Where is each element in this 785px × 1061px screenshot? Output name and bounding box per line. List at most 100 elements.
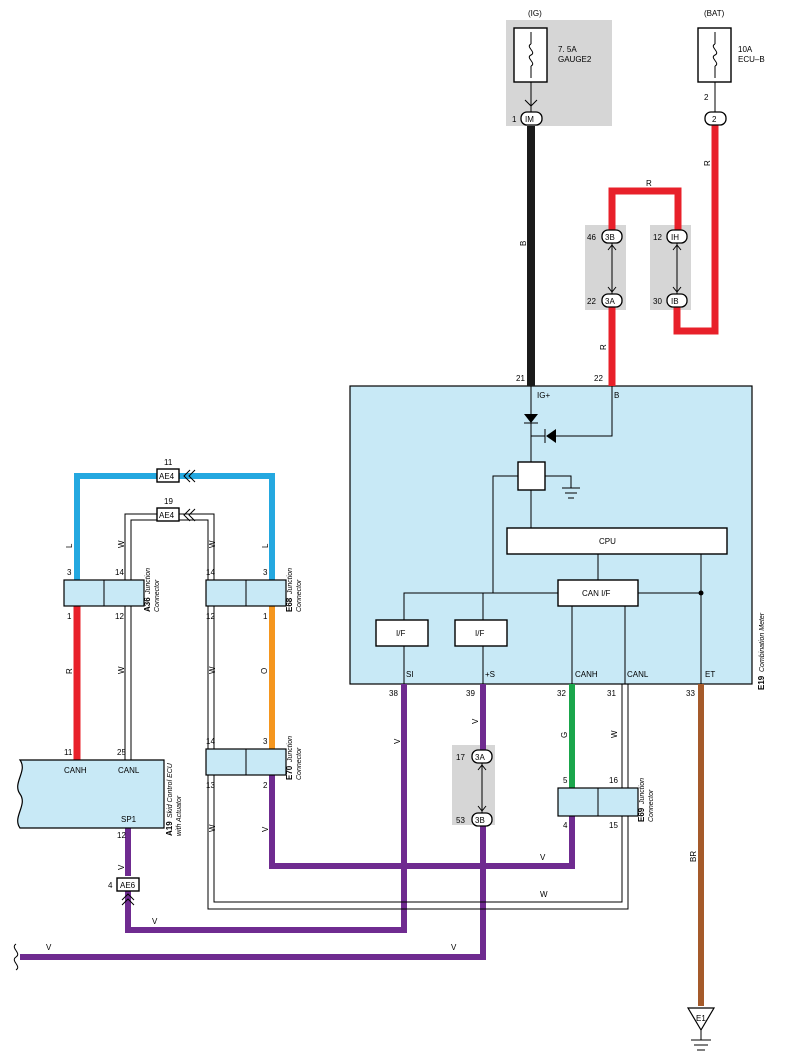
- e68-caption: E68 Junction Connector: [285, 568, 303, 612]
- ig-fuse-arrow-icon: [524, 82, 538, 112]
- wire-label-l-right: L: [261, 543, 270, 548]
- bat-fuse-name: ECU–B: [738, 55, 765, 64]
- e68-pin-bl: 12: [206, 612, 215, 621]
- bat-fuse-rating: 10A: [738, 45, 753, 54]
- skid-pin-sp1: 12: [117, 831, 126, 840]
- svg-text:E69: E69: [637, 807, 646, 822]
- meter-term-b: B: [614, 391, 619, 400]
- skid-control-ecu: [17, 759, 165, 829]
- connector-ae6: AE6 4: [108, 877, 140, 906]
- a36-pin-br: 12: [115, 612, 124, 621]
- ground-label: E1: [696, 1014, 706, 1023]
- wire-label-r-skid: R: [65, 668, 74, 674]
- meter-pin-et: 33: [686, 689, 695, 698]
- svg-text:3B: 3B: [605, 233, 615, 242]
- meter-pin-ig: 21: [516, 374, 525, 383]
- svg-text:A36: A36: [143, 597, 152, 612]
- bat-fuse-element-icon: [712, 43, 718, 67]
- wire-label-g: G: [560, 732, 569, 738]
- e69-pin-br: 15: [609, 821, 618, 830]
- splice-ib-pin: 30: [653, 297, 662, 306]
- meter-pin-b: 22: [594, 374, 603, 383]
- splice-m3b-pin: 53: [456, 816, 465, 825]
- wire-violet-s: [20, 684, 486, 960]
- svg-text:IH: IH: [671, 233, 679, 242]
- wire-label-w-bottom: W: [540, 890, 548, 899]
- wire-label-v-s: V: [471, 718, 480, 724]
- chassis-ground-icon: [691, 1030, 711, 1051]
- diode-b-icon: [546, 429, 556, 443]
- svg-text:Junction: Junction: [145, 568, 152, 595]
- connector-ae4-bottom: AE4 19: [156, 497, 196, 522]
- cpu-block: [506, 527, 728, 555]
- svg-text:Connector: Connector: [154, 579, 161, 612]
- wire-label-l-left: L: [65, 543, 74, 548]
- splice-3b-3a-link-icon: [607, 243, 617, 294]
- e70-pin-br: 2: [263, 781, 268, 790]
- wire-label-br: BR: [689, 851, 698, 862]
- ig-connector-pin: 1: [512, 115, 517, 124]
- e68-pin-top-l: 14: [206, 568, 215, 577]
- ig-fuse-name: GAUGE2: [558, 55, 592, 64]
- splice-ih-pin: 12: [653, 233, 662, 242]
- svg-text:E68: E68: [285, 597, 294, 612]
- e70-caption: E70 Junction Connector: [285, 736, 303, 780]
- splice-3a-pin: 22: [587, 297, 596, 306]
- connector-ae4-bottom-pin: 19: [164, 497, 173, 506]
- splice-ih-ib-link-icon: [672, 243, 682, 294]
- e69-pin-tl: 5: [563, 776, 568, 785]
- bat-fuse-label: (BAT): [704, 9, 725, 18]
- meter-term-canh: CANH: [575, 670, 598, 679]
- wire-label-v-si: V: [393, 738, 402, 744]
- cpu-label: CPU: [599, 537, 616, 546]
- meter-term-canl: CANL: [627, 670, 649, 679]
- internal-ground-icon: [562, 487, 580, 499]
- wire-break-icon: [13, 943, 19, 971]
- svg-text:A19: A19: [165, 821, 174, 836]
- ig-fuse-rating: 7. 5A: [558, 45, 577, 54]
- meter-term-si: SI: [406, 670, 414, 679]
- a36-caption: A36 Junction Connector: [143, 568, 161, 612]
- splice-m3a-pin: 17: [456, 753, 465, 762]
- e69-pin-bl: 4: [563, 821, 568, 830]
- can-if-label: CAN I/F: [582, 589, 611, 598]
- wire-label-v-right: V: [451, 943, 457, 952]
- svg-text:E70: E70: [285, 765, 294, 780]
- svg-text:IB: IB: [671, 297, 679, 306]
- if-block-s: [454, 619, 508, 647]
- svg-text:3A: 3A: [605, 297, 615, 306]
- wire-violet-e70: [269, 773, 575, 869]
- svg-text:Junction: Junction: [639, 778, 646, 805]
- if-label-s: I/F: [475, 629, 484, 638]
- bat-connector-2: 2: [704, 111, 727, 126]
- skid-pin-canh: 11: [64, 748, 73, 757]
- if-label-si: I/F: [396, 629, 405, 638]
- wire-label-o: O: [260, 668, 269, 674]
- wire-label-w-e68: W: [208, 540, 217, 548]
- meter-pin-s: 39: [466, 689, 475, 698]
- wire-label-r-b: R: [599, 344, 608, 350]
- svg-text:Junction: Junction: [287, 568, 294, 595]
- meter-term-ig: IG+: [537, 391, 550, 400]
- wire-label-w-a36: W: [117, 540, 126, 548]
- a36-pin-tl: 3: [67, 568, 72, 577]
- e69-pin-tr: 16: [609, 776, 618, 785]
- svg-text:AE6: AE6: [120, 881, 136, 890]
- e68-pin-br: 1: [263, 612, 268, 621]
- bat-fuse-pin: 2: [704, 93, 709, 102]
- e70-pin-bl: 13: [206, 781, 215, 790]
- wire-blue-canh: [74, 473, 275, 580]
- svg-text:AE4: AE4: [159, 511, 175, 520]
- svg-text:AE4: AE4: [159, 472, 175, 481]
- wire-label-v-sp1: V: [117, 864, 126, 870]
- svg-text:E19: E19: [757, 675, 766, 690]
- ig-connector-im: IM 1: [512, 111, 543, 126]
- meter-pin-si: 38: [389, 689, 398, 698]
- meter-term-s: +S: [485, 670, 495, 679]
- wire-violet-si: [125, 684, 407, 933]
- svg-text:with Actuator: with Actuator: [176, 795, 183, 836]
- wire-label-w-e70-low: W: [208, 824, 217, 832]
- svg-text:Junction: Junction: [287, 736, 294, 763]
- wire-red-bat: [673, 124, 719, 335]
- wire-label-w-e70: W: [208, 666, 217, 674]
